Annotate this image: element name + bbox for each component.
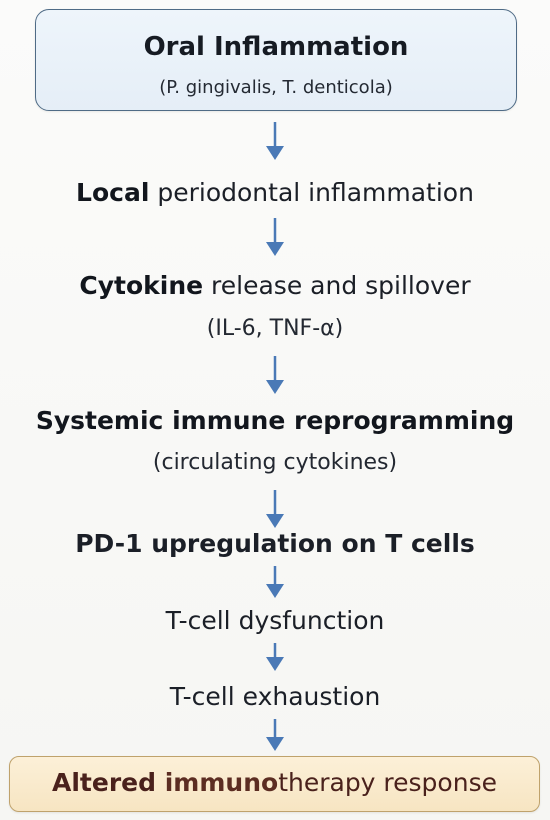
outcome-text-part2: immuno [164, 768, 279, 797]
arrow-down-icon [266, 566, 284, 598]
outcome-text-part1: Altered [52, 768, 165, 797]
arrow-down-icon [266, 719, 284, 751]
step-text: PD-1 upregulation on T cells [75, 529, 475, 558]
step-cytokine-sub: (IL-6, TNF-α) [206, 316, 344, 341]
step-bold-text: Systemic immune reprogramming [35, 406, 515, 435]
source-subtitle: (P. gingivalis, T. denticola) [159, 77, 393, 98]
step-bold-text: Local [76, 178, 150, 207]
step-text: periodontal inflammation [149, 178, 474, 207]
step-tcell-dysfunction: T-cell dysfunction [0, 608, 550, 633]
outcome-box: Altered immunotherapy response [9, 756, 540, 812]
outcome-text-part3: therapy response [278, 768, 497, 797]
step-bold-text: Cytokine [79, 271, 204, 300]
source-title: Oral Inflammation [143, 32, 409, 62]
arrow-down-icon [266, 490, 284, 528]
outcome-text: Altered immunotherapy response [10, 770, 539, 795]
step-cytokine-release: Cytokine release and spillover [0, 273, 550, 298]
step-systemic-reprogramming: Systemic immune reprogramming [0, 408, 550, 433]
arrow-down-icon [266, 643, 284, 671]
arrow-down-icon [266, 356, 284, 394]
step-text: T-cell exhaustion [169, 682, 381, 711]
step-tcell-exhaustion: T-cell exhaustion [0, 684, 550, 709]
arrow-down-icon [266, 122, 284, 160]
arrow-down-icon [266, 218, 284, 256]
step-local-inflammation: Local periodontal inflammation [0, 180, 550, 205]
step-pd1-upregulation: PD-1 upregulation on T cells [0, 531, 550, 556]
step-text: T-cell dysfunction [165, 606, 385, 635]
step-text: release and spillover [203, 271, 471, 300]
step-systemic-sub: (circulating cytokines) [152, 450, 398, 475]
source-box: Oral Inflammation (P. gingivalis, T. den… [35, 9, 517, 111]
